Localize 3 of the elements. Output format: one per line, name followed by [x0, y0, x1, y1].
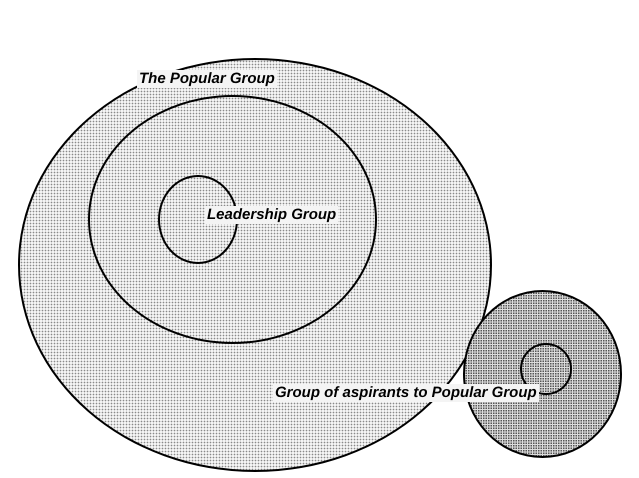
group-label: Leadership Group [205, 206, 338, 224]
group-label: Group of aspirants to Popular Group [273, 384, 539, 402]
group-label: The Popular Group [137, 70, 277, 88]
